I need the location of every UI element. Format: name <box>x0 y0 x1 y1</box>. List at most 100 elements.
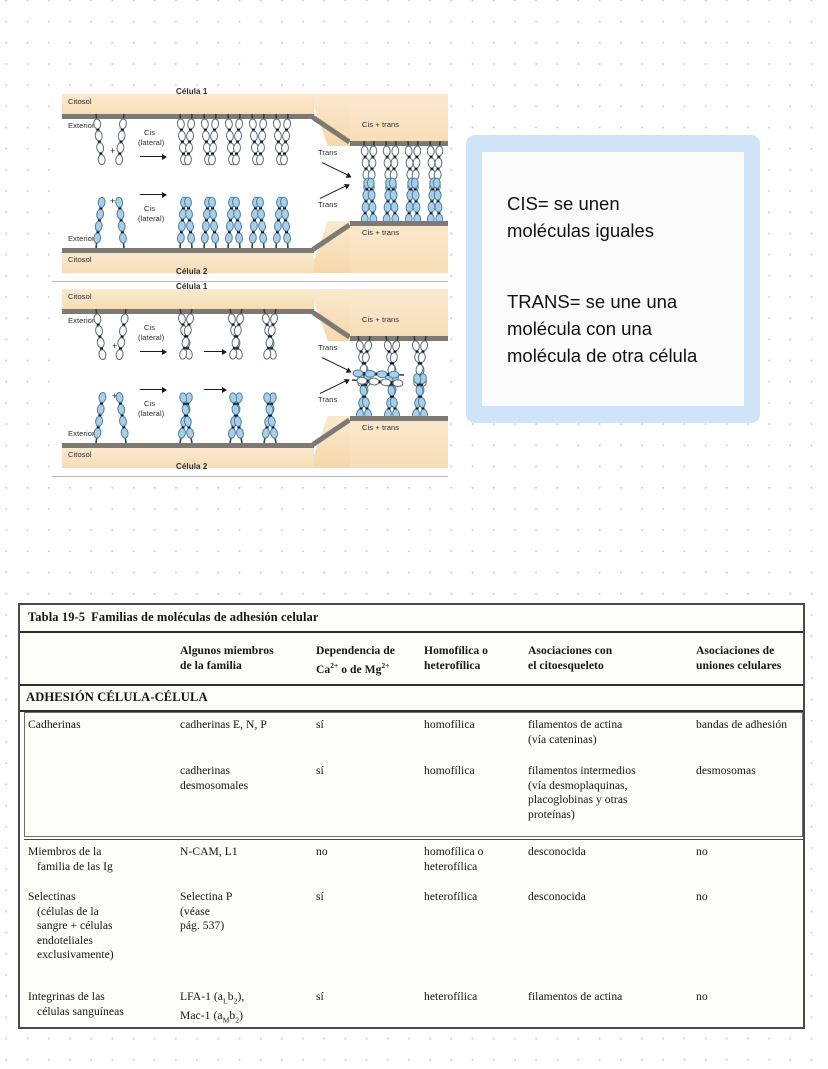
cytosol-band-top-2 <box>62 289 314 309</box>
cell-family-selectinas: Selectinas (células de la sangre + célul… <box>28 890 114 962</box>
cis-arrow-bottom-2b <box>204 385 227 395</box>
cell-members-integrinas: LFA-1 (aLb2), Mac-1 (aMb2) <box>180 990 245 1025</box>
figure-panel-divider <box>52 281 448 282</box>
cadherin-diagram-figure: Citosol Exterior Célula 1 Cis + trans <box>52 88 448 477</box>
label-cis-bottom-2: Cis <box>144 399 156 408</box>
column-header-junctions: Asociaciones de uniones celulares <box>696 644 782 672</box>
cytosol-band-bottom-2 <box>62 448 314 468</box>
label-exterior-top: Exterior <box>68 121 95 130</box>
membrane-bottom-2 <box>62 443 314 448</box>
label-exterior-bottom-2: Exterior <box>68 429 95 438</box>
callout-cis-line-1: CIS= se unen <box>507 193 620 214</box>
label-cis-trans-top: Cis + trans <box>362 120 400 129</box>
membrane-top-right-2 <box>350 336 448 341</box>
cell-cytoskeleton-desmosomal: filamentos intermedios (vía desmoplaquin… <box>528 764 636 821</box>
figure-bottom-rule <box>52 476 448 477</box>
cis-arrow-top-2b <box>204 347 227 357</box>
plus-sign-bottom: + <box>110 196 116 206</box>
figure-top-panel: Citosol Exterior Célula 1 Cis + trans <box>52 88 448 282</box>
column-header-dependence: Dependencia de Ca2+ o de Mg2+ <box>316 644 395 676</box>
cytosol-band-top-right <box>350 94 448 146</box>
column-header-members: Algunos miembros de la familia <box>180 644 274 672</box>
table-row-integrinas: Integrinas de las células sanguíneas LFA… <box>20 990 803 1026</box>
table-row-ig-family: Miembros de la familia de las Ig N-CAM, … <box>20 845 803 881</box>
label-cis-trans-bottom-2: Cis + trans <box>362 423 400 432</box>
cell-junction-selectinas: no <box>696 890 708 903</box>
cell-cytoskeleton-cadherinas: filamentos de actina (vía cateninas) <box>528 718 623 746</box>
column-header-cytoskeleton: Asociaciones con el citoesqueleto <box>528 644 613 672</box>
cell-junction-cadherinas: bandas de adhesión <box>696 718 788 731</box>
table-divider-after-cadherins <box>24 839 803 841</box>
adhesion-molecules-table: Tabla 19-5 Familias de moléculas de adhes… <box>18 603 805 1029</box>
cell-dependence-desmosomal: sí <box>316 764 324 777</box>
cell-dependence-cadherinas: sí <box>316 718 324 731</box>
cell-family-integrinas: Integrinas de las células sanguíneas <box>28 990 124 1018</box>
cis-arrow-bottom <box>140 190 167 200</box>
callout-inner-panel: CIS= se unen moléculas iguales TRANS= se… <box>482 152 744 406</box>
figure-bottom-panel: Citosol Exterior Célula 1 Cis + trans <box>52 282 448 477</box>
cadherin-group-box <box>24 712 803 837</box>
cis-arrow-top <box>140 152 167 162</box>
cell-cytoskeleton-selectinas: desconocida <box>528 890 586 903</box>
table-header-row: Algunos miembros de la familia Dependenc… <box>20 633 803 686</box>
label-cis-lateral-bottom: (lateral) <box>138 214 165 223</box>
label-cis-top-1: Cis <box>144 128 156 137</box>
callout-cis-line-2: moléculas iguales <box>507 220 655 241</box>
cell-dependence-ig: no <box>316 845 328 858</box>
label-citosol-bottom: Citosol <box>68 255 92 264</box>
plus-sign-top: + <box>110 146 116 156</box>
label-citosol-top-2: Citosol <box>68 292 92 301</box>
membrane-top <box>62 114 314 119</box>
membrane-bottom-right-2 <box>350 416 448 421</box>
label-celula-1-top: Célula 1 <box>176 88 208 96</box>
cytosol-band-bottom-right <box>350 221 448 273</box>
cell-dependence-integrinas: sí <box>316 990 324 1003</box>
membrane-bottom-right <box>350 221 448 226</box>
label-exterior-bottom: Exterior <box>68 234 95 243</box>
membrane-top-right <box>350 141 448 146</box>
cell-cytoskeleton-ig: desconocida <box>528 845 586 858</box>
label-cis-trans-bottom: Cis + trans <box>362 228 400 237</box>
cell-homo-desmosomal: homofílica <box>424 764 475 777</box>
cytosol-band-bottom <box>62 253 314 273</box>
table-row-cadherinas: Cadherinas cadherinas E, N, P sí homofíl… <box>20 718 803 762</box>
label-cis-lateral-top: (lateral) <box>138 138 165 147</box>
label-exterior-top-2: Exterior <box>68 316 95 325</box>
plus-sign-bottom-2: + <box>112 391 118 401</box>
cell-junction-ig: no <box>696 845 708 858</box>
cell-homo-selectinas: heterofílica <box>424 890 478 903</box>
table-title: Tabla 19-5 Familias de moléculas de adhes… <box>20 605 803 633</box>
cis-arrow-bottom-2 <box>140 385 167 395</box>
cytosol-band-top-right-2 <box>350 289 448 341</box>
cis-arrow-top-2 <box>140 347 167 357</box>
cytosol-band-bottom-right-2 <box>350 416 448 468</box>
label-citosol-bottom-2: Citosol <box>68 450 92 459</box>
cell-homo-cadherinas: homofílica <box>424 718 475 731</box>
column-header-homophilic: Homofílica o heterofílica <box>424 644 489 672</box>
callout-spacer <box>507 244 722 288</box>
label-celula-2-top-panel: Célula 2 <box>176 267 208 276</box>
table-row-selectinas: Selectinas (células de la sangre + célul… <box>20 890 803 980</box>
table-row-cadherinas-desmosomales: cadherinas desmosomales sí homofílica fi… <box>20 764 803 836</box>
label-trans-bottom: Trans <box>318 200 338 209</box>
membrane-bottom <box>62 248 314 253</box>
callout-trans-line-3: molécula de otra célula <box>507 345 698 366</box>
cadherin-molecules-bottom-2 <box>91 391 281 445</box>
table-number: Tabla 19-5 <box>28 610 86 624</box>
definition-callout-box: CIS= se unen moléculas iguales TRANS= se… <box>466 135 760 423</box>
label-cis-top-2: Cis <box>144 323 156 332</box>
cell-junction-integrinas: no <box>696 990 708 1003</box>
table-title-text: Familias de moléculas de adhesión celula… <box>91 610 319 624</box>
cell-junction-desmosomal: desmosomas <box>696 764 756 777</box>
cell-cytoskeleton-integrinas: filamentos de actina <box>528 990 623 1003</box>
label-celula-2-bottom-panel: Célula 2 <box>176 462 208 471</box>
cell-members-selectinas: Selectina P (véase pág. 537) <box>180 890 233 933</box>
cell-dependence-selectinas: sí <box>316 890 324 903</box>
callout-trans-line-2: molécula con una <box>507 318 653 339</box>
label-cis-lateral-top-2: (lateral) <box>138 333 165 342</box>
label-trans-bottom-2: Trans <box>318 395 338 404</box>
table-section-header-cell-cell: ADHESIÓN CÉLULA-CÉLULA <box>20 686 803 712</box>
cell-homo-ig: homofílica o heterofílica <box>424 845 484 873</box>
label-cis-lateral-bottom-2: (lateral) <box>138 409 165 418</box>
label-celula-1-bottom-panel: Célula 1 <box>176 282 208 291</box>
